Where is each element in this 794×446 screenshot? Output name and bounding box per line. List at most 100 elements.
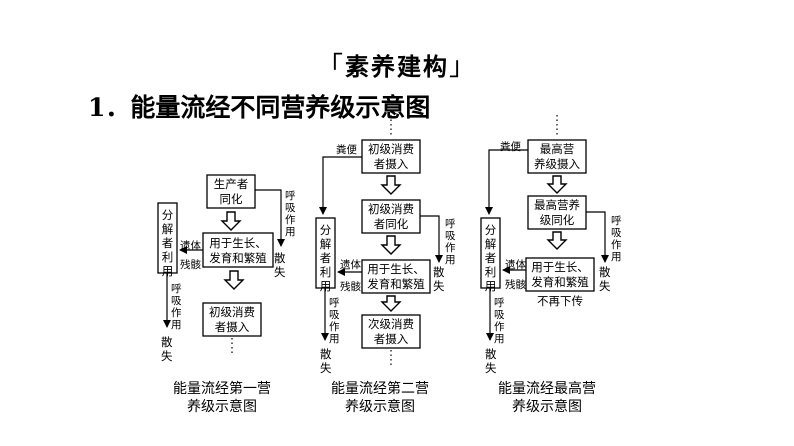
resp-left-3: 作 (494, 321, 505, 333)
dissipate-left-2: 失 (161, 349, 173, 363)
growth-reproduction-line2: 发育和繁殖 (209, 251, 267, 265)
top-level-intake-line2: 养级摄入 (534, 157, 580, 171)
heading-text: 素养建构 (345, 52, 449, 81)
resp-right-4: 用 (611, 251, 622, 263)
remains-line1: 遗体 (505, 258, 526, 271)
top-level-assimilation-line1: 最高营养 (534, 198, 580, 212)
respiration-arrow (586, 211, 609, 263)
dissipate-left-1: 散 (320, 347, 332, 361)
decomposer-2: 解 (485, 237, 497, 251)
caption-line2: 养级示意图 (187, 398, 257, 415)
primary-consumer-assimilation-line2: 者同化 (374, 217, 409, 231)
hollow-arrow-down-icon (220, 211, 242, 231)
caption-line1: 能量流经第一营 (173, 380, 271, 397)
top-level-intake-box (527, 139, 587, 174)
remains-line2: 残骸 (505, 278, 526, 291)
hollow-arrow-down-icon (223, 270, 245, 290)
primary-consumer-intake-line1: 初级消费 (368, 142, 414, 156)
decomposer-5: 用 (320, 279, 332, 293)
decomposer-3: 者 (320, 251, 332, 265)
feces-label: 粪便 (500, 140, 521, 153)
diagram-top-level: 最高营 养级摄入 最高营养 级同化 用于生长、 发育和繁殖 不再下传 粪便 呼 … (480, 115, 622, 415)
resp-left-3: 作 (171, 307, 182, 319)
resp-right-2: 吸 (611, 227, 622, 239)
growth-reproduction-box (202, 232, 274, 268)
resp-right-4: 用 (445, 254, 456, 266)
growth-reproduction-box (361, 259, 431, 294)
resp-left-1: 呼 (494, 297, 505, 309)
dissipate-left-1: 散 (161, 335, 173, 349)
section-heading: 「素养建构」 (0, 46, 794, 83)
remains-line1: 遗体 (340, 258, 361, 271)
secondary-consumer-intake-line2: 者摄入 (374, 332, 409, 346)
resp-right-3: 作 (445, 242, 456, 254)
resp-left-3: 作 (329, 321, 340, 333)
secondary-consumer-intake-line1: 次级消费 (368, 317, 414, 331)
caption-line2: 养级示意图 (512, 398, 582, 415)
resp-right-4: 用 (285, 226, 296, 238)
primary-consumer-assimilation-box (361, 199, 421, 234)
decomposer-3: 者 (162, 236, 174, 250)
primary-consumer-intake-line1: 初级消费 (209, 305, 255, 319)
feces-label: 粪便 (336, 143, 357, 156)
growth-reproduction-line1: 用于生长、 (209, 236, 267, 250)
diagram-second-level: 初级消费 者摄入 初级消费 者同化 用于生长、 发育和繁殖 次级消费 者摄入 粪… (315, 115, 456, 415)
top-level-intake-line1: 最高营 (540, 142, 575, 156)
no-further-transfer-label: 不再下传 (537, 294, 583, 308)
hollow-arrow-down-icon (380, 295, 402, 312)
respiration-arrow (420, 215, 443, 263)
decomposer-1: 分 (162, 208, 174, 222)
resp-right-2: 吸 (285, 202, 296, 214)
heading-open-bracket: 「 (316, 52, 345, 82)
top-level-assimilation-line2: 级同化 (540, 213, 575, 227)
decomposer-1: 分 (320, 223, 332, 237)
dissipate-left-2: 失 (485, 361, 497, 375)
growth-reproduction-line1: 用于生长、 (531, 260, 589, 274)
resp-left-4: 用 (494, 333, 505, 345)
decomposer-5: 用 (485, 279, 497, 293)
dissipate-left-1: 散 (485, 347, 497, 361)
decomposer-4: 利 (320, 265, 332, 279)
primary-consumer-intake-line2: 者摄入 (374, 157, 409, 171)
decomposer-4: 利 (485, 265, 497, 279)
resp-right-2: 吸 (445, 230, 456, 242)
top-level-assimilation-box (527, 195, 587, 230)
hollow-arrow-down-icon (546, 231, 568, 250)
hollow-arrow-down-icon (380, 235, 402, 255)
resp-left-1: 呼 (329, 297, 340, 309)
caption-line1: 能量流经第二营 (331, 380, 429, 397)
resp-right-1: 呼 (445, 218, 456, 230)
heading-close-bracket: 」 (449, 52, 478, 82)
dissipate-right-1: 散 (599, 265, 611, 279)
primary-consumer-intake-line2: 者摄入 (215, 320, 250, 334)
producer-assimilation-line2: 同化 (220, 192, 243, 206)
respiration-arrow (255, 189, 285, 247)
hollow-arrow-down-icon (546, 175, 568, 194)
hollow-arrow-down-icon (380, 175, 402, 195)
dissipate-right-1: 散 (433, 265, 445, 279)
resp-left-2: 吸 (494, 309, 505, 321)
remains-line1: 遗体 (180, 239, 201, 252)
decomposer-5: 用 (162, 264, 174, 278)
decomposer-2: 解 (162, 222, 174, 236)
growth-reproduction-line2: 发育和繁殖 (531, 275, 589, 289)
resp-left-2: 吸 (171, 295, 182, 307)
decomposer-4: 利 (162, 250, 174, 264)
resp-right-1: 呼 (611, 215, 622, 227)
growth-reproduction-line2: 发育和繁殖 (367, 277, 425, 291)
dissipate-right-1: 散 (274, 251, 286, 265)
resp-left-4: 用 (329, 333, 340, 345)
decomposer-1: 分 (485, 223, 497, 237)
resp-right-3: 作 (285, 214, 296, 226)
remains-line2: 残骸 (180, 258, 201, 271)
diagram-first-level: 生产者 同化 用于生长、 发育和繁殖 初级消费 者摄入 呼 吸 作 用 散 失 … (157, 174, 296, 415)
dissipate-right-2: 失 (274, 265, 286, 279)
dissipate-left-2: 失 (320, 361, 332, 375)
resp-right-3: 作 (611, 239, 622, 251)
secondary-consumer-intake-box (361, 314, 421, 349)
producer-assimilation-box (206, 174, 256, 209)
caption-line1: 能量流经最高营 (498, 380, 596, 397)
caption-line2: 养级示意图 (345, 398, 415, 415)
dissipate-right-2: 失 (599, 279, 611, 293)
